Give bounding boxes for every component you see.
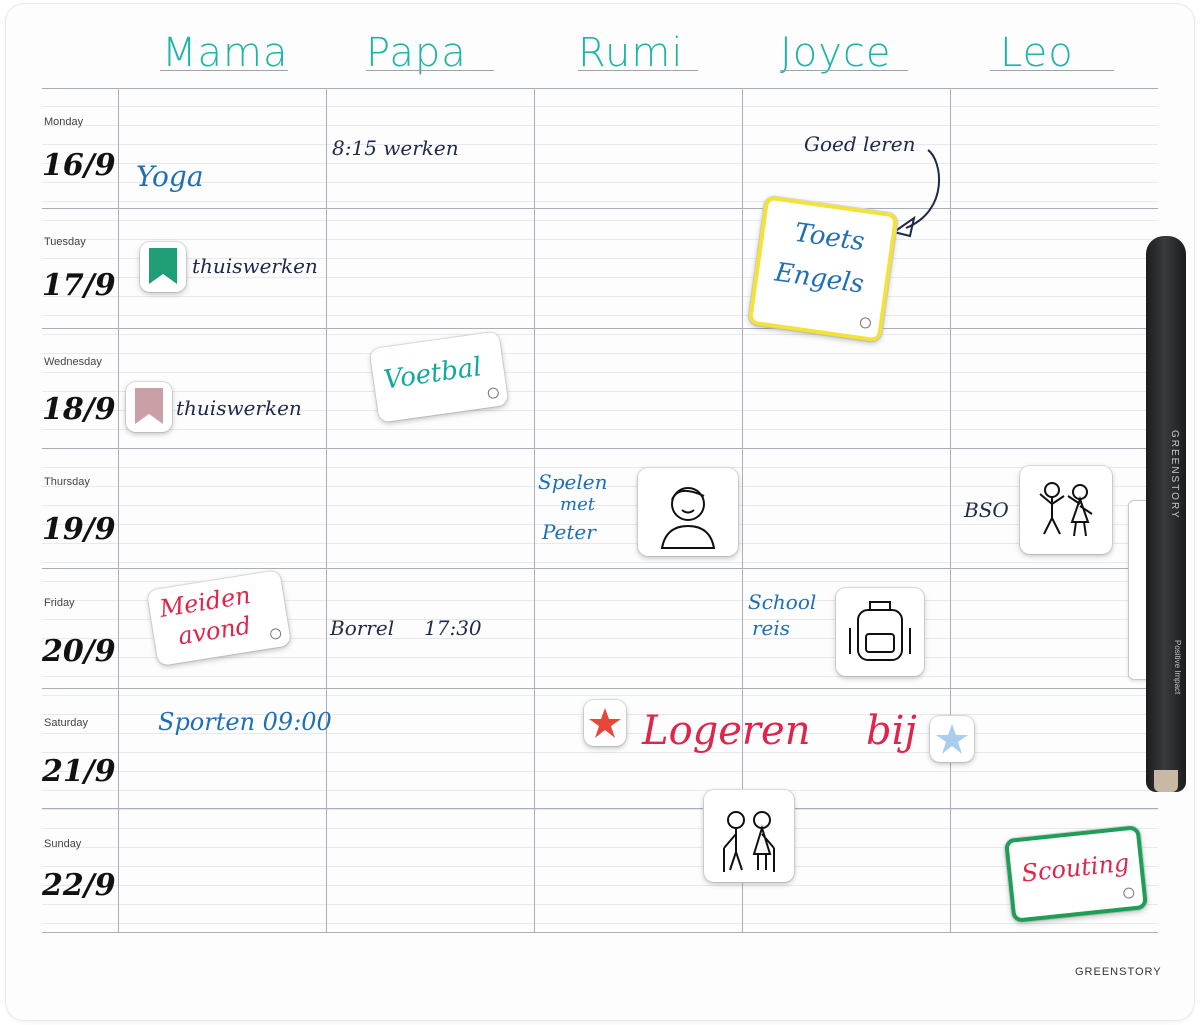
date-friday: 20/9: [42, 634, 116, 669]
day-label-monday: Monday: [44, 116, 84, 128]
note-bij: bij: [866, 708, 917, 754]
grid-line: [42, 688, 1158, 689]
note-peter: Peter: [542, 520, 596, 544]
day-label-saturday: Saturday: [44, 717, 89, 729]
sticker-text-voetbal: Voetbal: [381, 352, 484, 396]
ruled-lines: [42, 88, 1158, 933]
grid-line: [950, 88, 951, 933]
grid-line: [42, 88, 1158, 89]
grid-line: [326, 88, 327, 933]
star-sticker: [584, 700, 626, 746]
date-sunday: 22/9: [42, 868, 116, 903]
column-name-joyce: Joyce: [780, 30, 892, 76]
name-underline: [780, 70, 908, 71]
grid-line: [42, 932, 1158, 933]
name-underline: [366, 70, 494, 71]
boy-sticker: [638, 468, 738, 556]
note-school: School: [748, 590, 817, 614]
sticker-logo-icon: [859, 316, 872, 330]
sticker-logo-icon: [269, 627, 282, 641]
grid-line: [534, 88, 535, 933]
sticker-text-engels: Engels: [772, 257, 866, 300]
date-monday: 16/9: [42, 148, 116, 183]
arrow-icon: [891, 149, 941, 238]
date-tuesday: 17/9: [42, 268, 116, 303]
note-met: met: [560, 494, 595, 515]
column-name-rumi: Rumi: [578, 30, 684, 76]
column-name-leo: Leo: [1000, 30, 1074, 76]
scouting-sticker: Scouting: [1003, 825, 1149, 923]
footer-brand: GREENSTORY: [1075, 966, 1162, 978]
note-thuiswerken-wednesday: thuiswerken: [176, 396, 302, 420]
sticker-logo-icon: [1122, 887, 1135, 900]
note-yoga: Yoga: [136, 160, 204, 193]
flag-icon: [135, 388, 163, 424]
day-label-friday: Friday: [44, 597, 75, 609]
sticker-text-scouting: Scouting: [1020, 848, 1131, 888]
whiteboard-pen[interactable]: [1146, 236, 1186, 792]
sticker-text-toets: Toets: [792, 217, 867, 258]
note-borrel-time: 17:30: [424, 616, 482, 640]
column-name-papa: Papa: [366, 30, 467, 76]
note-reis: reis: [752, 616, 791, 640]
day-label-tuesday: Tuesday: [44, 236, 86, 248]
boy-face-icon: [660, 487, 716, 549]
flag-sticker: [126, 382, 172, 432]
name-underline: [578, 70, 698, 71]
column-name-mama: Mama: [162, 30, 289, 76]
kids-playing-icon: [1039, 482, 1093, 537]
grid-line: [42, 808, 1158, 809]
pen-sub-text: Positive Impact: [1173, 640, 1182, 695]
backpack-icon: [849, 601, 911, 661]
day-label-sunday: Sunday: [44, 838, 82, 850]
note-bso: BSO: [964, 498, 1009, 522]
note-borrel: Borrel: [330, 616, 395, 640]
star-icon: [936, 724, 968, 754]
grid-line: [42, 448, 1158, 449]
date-wednesday: 18/9: [42, 392, 116, 427]
note-sporten: Sporten 09:00: [158, 708, 332, 736]
name-underline: [160, 70, 288, 71]
flag-icon: [149, 248, 177, 284]
grid-line: [118, 88, 119, 933]
backpack-sticker: [836, 588, 924, 676]
grid-line: [742, 88, 743, 933]
day-label-wednesday: Wednesday: [44, 356, 102, 368]
grid-line: [42, 328, 1158, 329]
flag-sticker: [140, 242, 186, 292]
star-sticker: [930, 716, 974, 762]
kids-sticker: [1020, 466, 1112, 554]
grid-line: [42, 568, 1158, 569]
toets-engels-sticker: Toets Engels: [747, 195, 899, 343]
pen-brand-text: GREENSTORY: [1169, 430, 1180, 520]
sticker-logo-icon: [487, 386, 500, 400]
note-logeren: Logeren: [642, 708, 811, 754]
note-werken: 8:15 werken: [332, 136, 459, 160]
day-label-thursday: Thursday: [44, 476, 90, 488]
date-thursday: 19/9: [42, 512, 116, 547]
pen-tip: [1154, 770, 1178, 792]
grandparents-sticker: [704, 790, 794, 882]
note-thuiswerken-tuesday: thuiswerken: [192, 254, 318, 278]
note-goed-leren: Goed leren: [804, 132, 916, 156]
grid-line: [42, 208, 1158, 209]
note-spelen: Spelen: [538, 470, 608, 494]
date-saturday: 21/9: [42, 754, 116, 789]
grandparents-icon: [723, 811, 775, 872]
star-icon: [589, 708, 621, 738]
name-underline: [990, 70, 1114, 71]
